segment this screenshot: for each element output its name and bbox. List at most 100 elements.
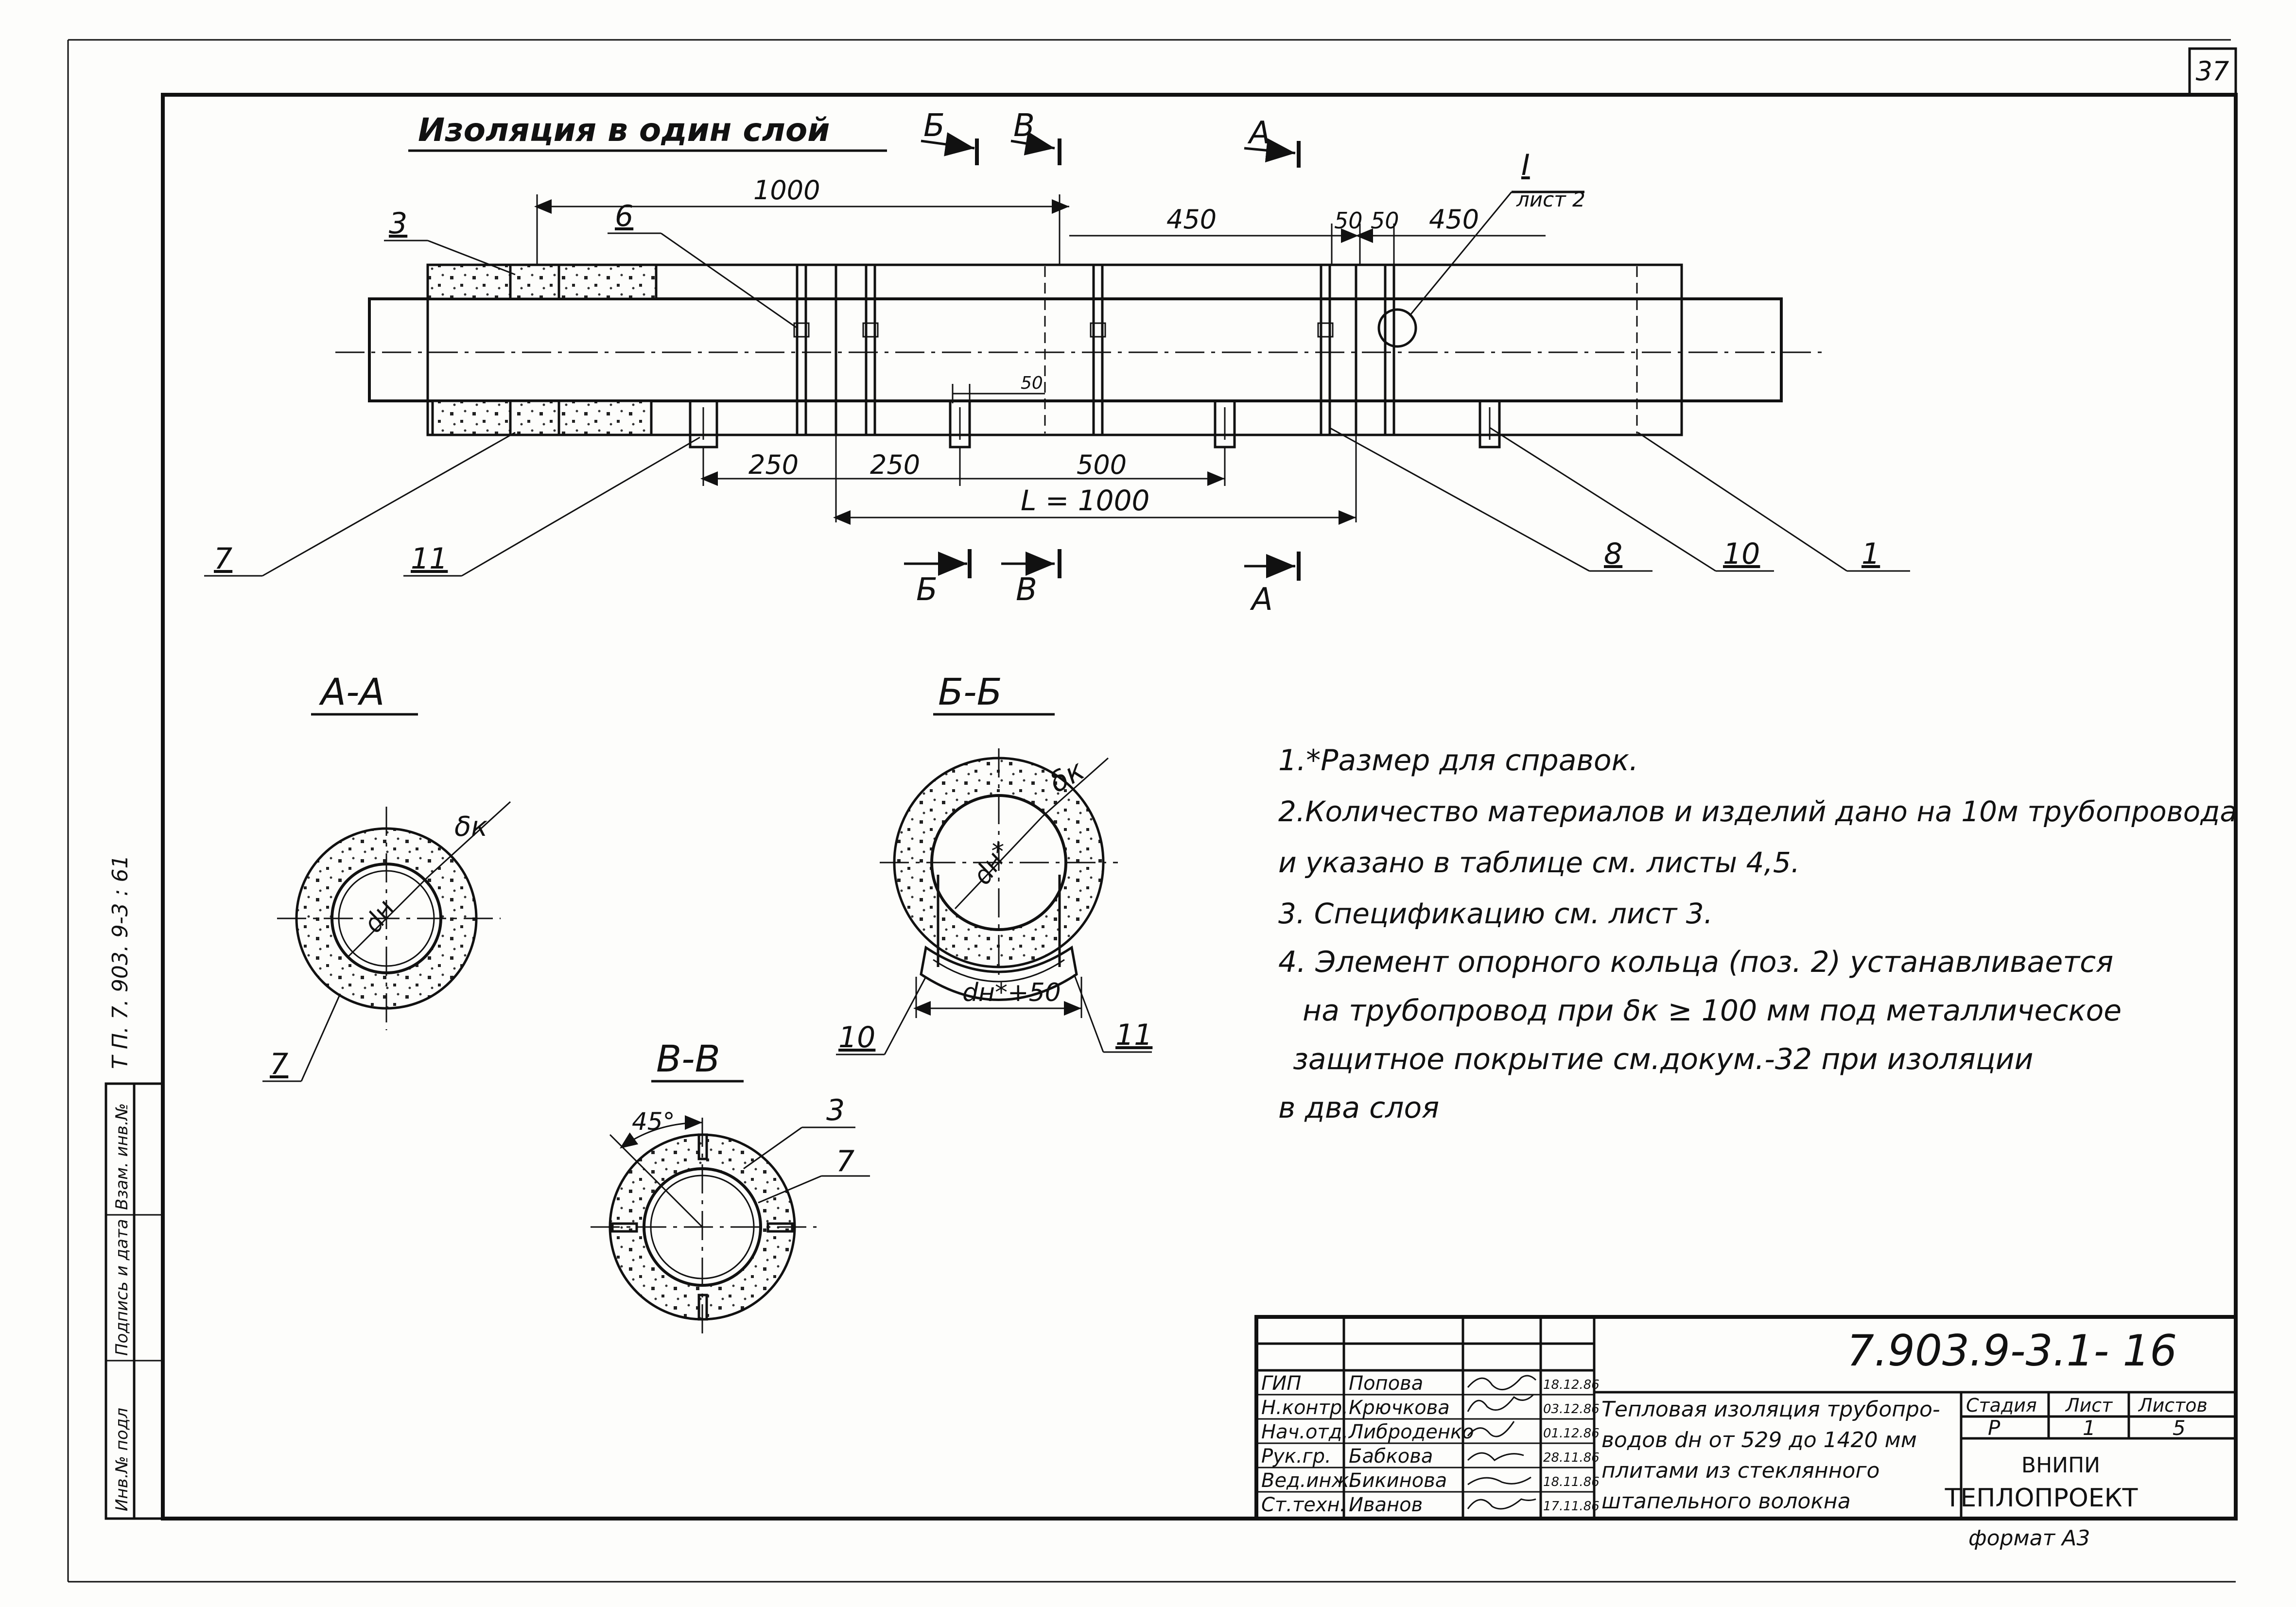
- note-line-5: 4. Элемент опорного кольца (поз. 2) уста…: [1278, 945, 2113, 979]
- name-popova: Попова: [1349, 1372, 1423, 1395]
- section-mark-a-bottom: А: [1250, 582, 1273, 618]
- side-code: Т П. 7. 903. 9-3 : 61: [108, 855, 133, 1070]
- callout-6: 6: [615, 199, 633, 233]
- callout-1: 1: [1861, 537, 1880, 571]
- bands: [793, 263, 1395, 436]
- section-vv-title: В-В: [656, 1037, 720, 1080]
- role-rukgr: Рук.гр.: [1261, 1445, 1331, 1468]
- sheets-header: Листов: [2138, 1395, 2208, 1416]
- description-line-4: штапельного волокна: [1601, 1489, 1851, 1514]
- section-marks-bottom: [904, 549, 1301, 581]
- section-aa-callout: 7: [270, 1047, 288, 1081]
- description-line-3: плитами из стеклянного: [1601, 1458, 1879, 1483]
- length-dim: L = 1000: [1021, 484, 1149, 517]
- dim-450-right: 450: [1429, 204, 1479, 235]
- dimensions-bottom: [700, 384, 1357, 525]
- stage-header: Стадия: [1966, 1395, 2037, 1416]
- dim-50-b: 50: [1371, 207, 1399, 234]
- notes: 1.*Размер для справок. 2.Количество мате…: [1278, 743, 2237, 1125]
- name-librodenko: Либроденко: [1348, 1421, 1474, 1443]
- description-line-2: водов dн от 529 до 1420 мм: [1601, 1428, 1917, 1452]
- callout-7: 7: [214, 542, 232, 576]
- side-stamp-sign: Подпись и дата: [112, 1219, 132, 1356]
- dim-50-bottom: 50: [1021, 373, 1043, 393]
- dim-1000-top: 1000: [753, 175, 820, 206]
- role-nachotd: Нач.отд.: [1261, 1421, 1348, 1443]
- note-line-1: 1.*Размер для справок.: [1278, 743, 1638, 778]
- section-bb-callout-11: 11: [1115, 1018, 1152, 1052]
- org-teploproekt: ТЕПЛОПРОЕКТ: [1945, 1484, 2138, 1513]
- name-babkova: Бабкова: [1349, 1445, 1433, 1468]
- note-line-7: защитное покрытие см.докум.-32 при изоля…: [1293, 1042, 2034, 1076]
- section-aa: [262, 801, 511, 1082]
- sheet-frame: [67, 39, 2238, 1583]
- detail-marker: [1377, 190, 1584, 348]
- section-vv-callout-3: 3: [826, 1093, 845, 1127]
- leader-lines: [204, 232, 1910, 577]
- section-vv: [591, 1115, 870, 1336]
- name-ivanov: Иванов: [1349, 1494, 1423, 1516]
- note-line-6: на трубопровод при δк ≥ 100 мм под метал…: [1303, 994, 2122, 1028]
- signatures: [1467, 1375, 1537, 1510]
- dim-450-left: 450: [1166, 204, 1217, 235]
- insulation-slabs: [426, 263, 658, 436]
- date-1: 18.12.86: [1543, 1378, 1600, 1392]
- pipe-main: [335, 263, 1827, 436]
- org-vnipi: ВНИПИ: [2021, 1453, 2100, 1478]
- dim-500: 500: [1077, 449, 1127, 480]
- section-aa-thickness: δк: [454, 811, 487, 843]
- side-stamp-replace: Взам. инв.№: [112, 1103, 132, 1210]
- dim-50-a: 50: [1334, 207, 1363, 234]
- callout-11: 11: [411, 542, 448, 576]
- drawing-code: 7.903.9-3.1- 16: [1847, 1326, 2177, 1376]
- callout-3: 3: [389, 207, 407, 241]
- date-5: 18.11.86: [1543, 1475, 1600, 1489]
- section-mark-a-top: А: [1247, 115, 1270, 151]
- date-6: 17.11.86: [1543, 1499, 1600, 1514]
- callout-10: 10: [1723, 537, 1760, 571]
- note-line-8: в два слоя: [1278, 1091, 1439, 1125]
- role-gip: ГИП: [1261, 1372, 1301, 1395]
- section-bb-title: Б-Б: [938, 670, 1002, 713]
- role-nkontr: Н.контр.: [1261, 1397, 1348, 1419]
- note-line-2: 2.Количество материалов и изделий дано н…: [1278, 795, 2237, 828]
- page-number: 37: [2196, 56, 2229, 86]
- sheet-header: Лист: [2065, 1395, 2113, 1416]
- role-sttekhn: Ст.техн.: [1261, 1494, 1346, 1516]
- date-2: 03.12.86: [1543, 1402, 1600, 1417]
- callout-8: 8: [1604, 537, 1622, 571]
- name-kryuchkova: Крючкова: [1349, 1397, 1450, 1419]
- role-vedinzh: Вед.инж.: [1261, 1469, 1355, 1492]
- date-3: 01.12.86: [1543, 1426, 1600, 1441]
- note-line-3: и указано в таблице см. листы 4,5.: [1278, 846, 1800, 879]
- section-bb-callout-10: 10: [838, 1020, 875, 1054]
- section-aa-title: А-А: [318, 670, 384, 713]
- section-bb: [836, 748, 1152, 1055]
- section-mark-b-top: Б: [923, 108, 945, 144]
- name-bikinova: Бикинова: [1349, 1469, 1447, 1492]
- title-block: [1254, 1315, 2238, 1521]
- format-label: формат А3: [1968, 1526, 2090, 1551]
- section-bb-base-dim: dн*+50: [962, 978, 1061, 1007]
- detail-ref: лист 2: [1516, 188, 1585, 211]
- stage-value: Р: [1988, 1416, 2000, 1440]
- main-heading: Изоляция в один слой: [418, 111, 830, 149]
- section-mark-v-top: В: [1013, 108, 1035, 144]
- dim-250-a: 250: [748, 449, 799, 480]
- note-line-4: 3. Спецификацию см. лист 3.: [1278, 897, 1713, 930]
- sheet-value: 1: [2083, 1416, 2096, 1440]
- sheets-value: 5: [2173, 1416, 2186, 1440]
- description-line-1: Тепловая изоляция трубопро-: [1601, 1397, 1940, 1422]
- dim-250-b: 250: [870, 449, 920, 480]
- section-mark-v-bottom: В: [1016, 572, 1037, 608]
- side-stamp-inv: Инв.№ подл: [112, 1408, 132, 1511]
- dimensions-top: [534, 194, 1546, 265]
- section-vv-callout-7: 7: [836, 1144, 854, 1178]
- detail-mark: I: [1521, 148, 1530, 182]
- date-4: 28.11.86: [1543, 1451, 1600, 1465]
- section-marks-top: [921, 131, 1301, 168]
- side-stamp: [104, 1082, 164, 1520]
- section-vv-angle: 45°: [632, 1107, 675, 1136]
